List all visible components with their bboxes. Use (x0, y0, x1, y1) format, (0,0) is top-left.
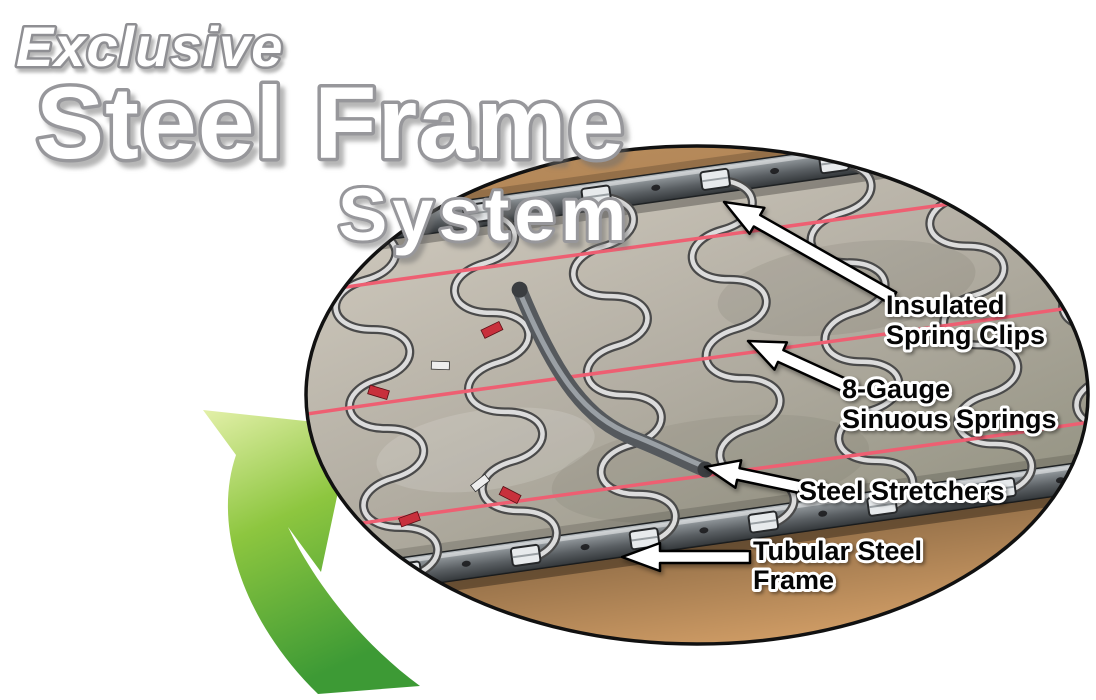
spring-tie-marks (367, 320, 522, 528)
label-tubular-steel-frame: Tubular Steel Frame (750, 533, 925, 598)
spring-clip (391, 560, 423, 584)
label-line: 8-Gauge (842, 374, 950, 404)
callout-arrow-insulated-spring-clips (722, 200, 898, 305)
callout-arrow-sinuous-springs (746, 339, 859, 398)
label-steel-stretchers: Steel Stretchers (796, 473, 1008, 509)
spring-clip (747, 510, 780, 534)
spring-clip (461, 201, 494, 225)
callout-arrow-steel-stretchers (703, 459, 803, 495)
green-swoosh-arrow (203, 410, 420, 694)
label-line: Steel Stretchers (799, 476, 1005, 506)
label-insulated-spring-clips: Insulated Spring Clips (883, 287, 1048, 353)
support-wire (306, 275, 1088, 445)
label-line: Tubular Steel (753, 536, 922, 566)
spring-clip (937, 146, 969, 158)
title-block: Exclusive Steel Frame System (14, 13, 631, 260)
label-sinuous-springs: 8-Gauge Sinuous Springs (839, 371, 1060, 437)
spring-clip (580, 184, 613, 208)
title-sub: System (338, 173, 631, 256)
spring-clip (699, 167, 731, 191)
spring-clip (509, 543, 542, 567)
title-kicker: Exclusive (16, 15, 283, 78)
label-line: Sinuous Springs (842, 404, 1057, 434)
spring-clip (866, 493, 898, 517)
steel-stretcher (511, 281, 714, 478)
label-line: Frame (753, 565, 834, 595)
title-main: Steel Frame (36, 66, 625, 180)
label-line: Insulated (886, 290, 1005, 320)
ellipse-border (304, 144, 1090, 646)
label-line: Spring Clips (886, 320, 1045, 350)
spring-clip (985, 477, 1017, 501)
callout-arrow-tubular-steel-frame (620, 541, 752, 573)
